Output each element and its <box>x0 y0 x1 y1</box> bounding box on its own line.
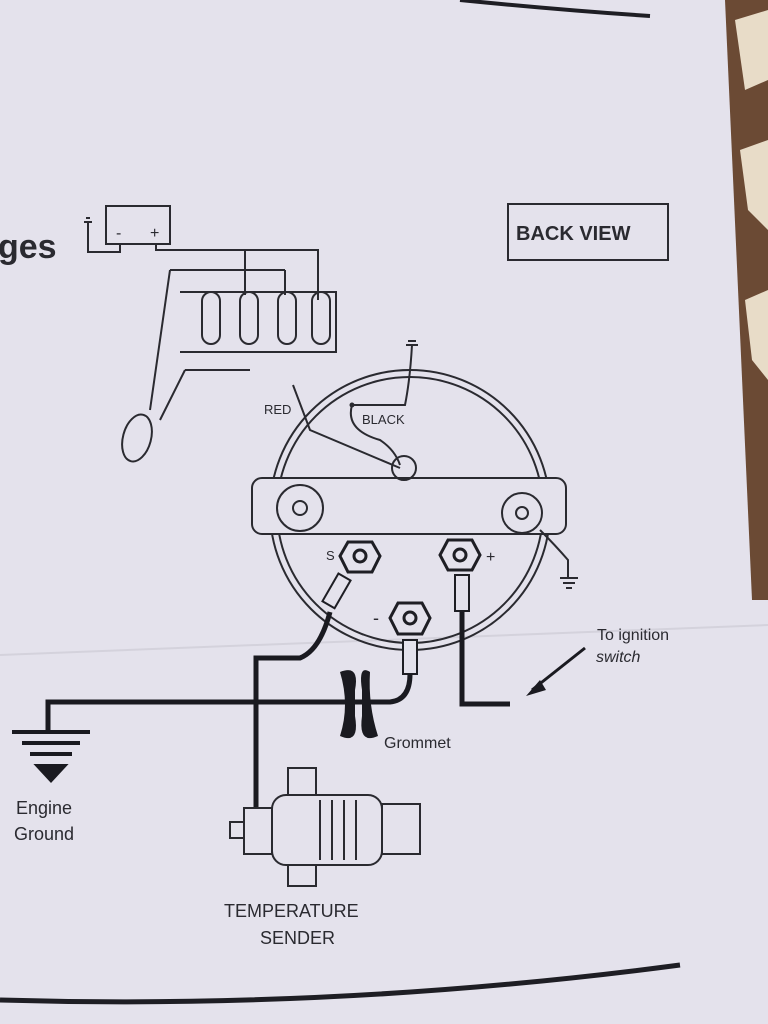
engine-ground-line1: Engine <box>16 798 72 818</box>
red-wire-label: RED <box>264 402 291 417</box>
sender-label-line1: TEMPERATURE <box>224 901 359 921</box>
battery <box>84 205 319 300</box>
battery-minus-label: - <box>116 225 121 242</box>
positive-terminal-label: + <box>486 549 495 566</box>
ignition-label-line1: To ignition <box>597 627 669 644</box>
grommet-label: Grommet <box>384 735 451 752</box>
back-view-box <box>507 203 669 261</box>
temperature-sender <box>229 767 421 887</box>
engine-ground-line2: Ground <box>14 824 74 844</box>
battery-plus-label: + <box>150 225 159 242</box>
page-title-fragment: ges <box>0 228 57 266</box>
sender-label-line2: SENDER <box>260 928 335 948</box>
black-wire-label: BLACK <box>362 412 405 427</box>
engine-ground-symbol <box>12 730 90 783</box>
negative-terminal-label: - <box>373 608 379 628</box>
terminals <box>321 538 482 675</box>
grommet <box>340 670 378 739</box>
rule-bottom <box>0 962 681 1005</box>
back-view-label: BACK VIEW <box>516 223 631 245</box>
rule-top <box>459 0 651 18</box>
wire-connector <box>121 250 337 463</box>
harness-wires <box>45 611 510 830</box>
ignition-label-line2: switch <box>596 649 641 666</box>
sender-terminal-label: S <box>326 548 335 563</box>
